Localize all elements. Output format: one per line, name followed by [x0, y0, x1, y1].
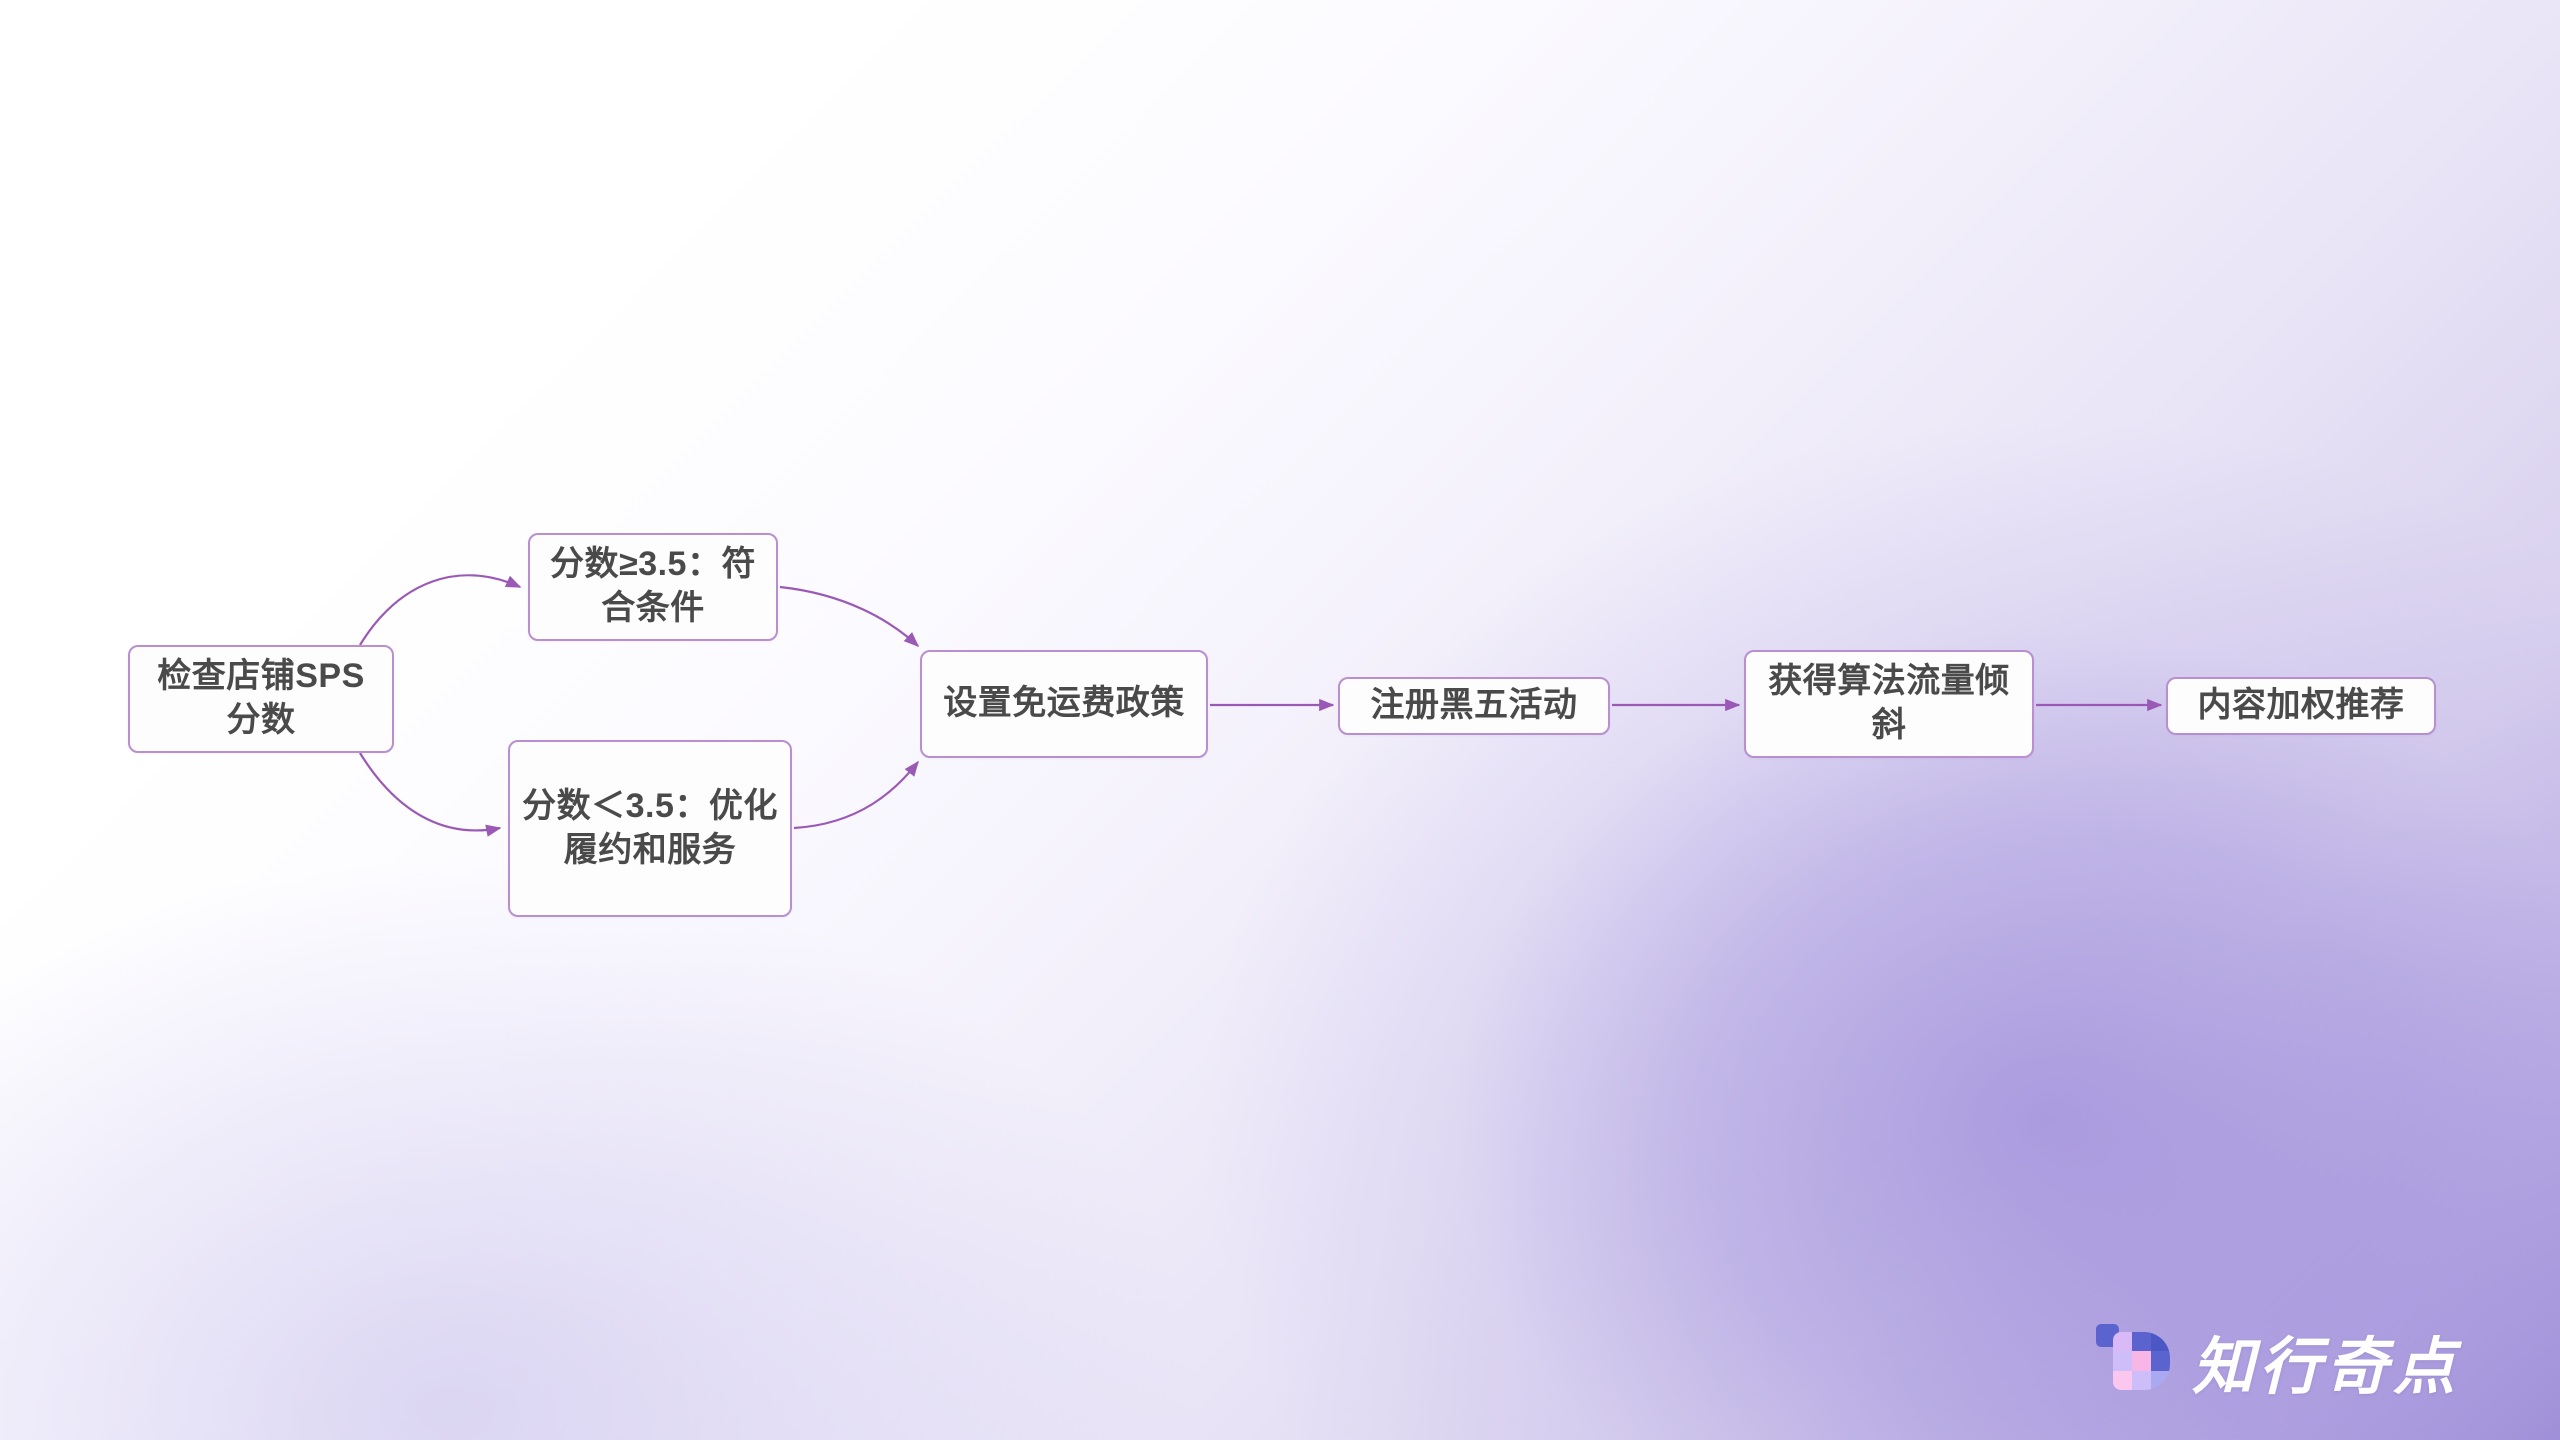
logo-cell	[2113, 1351, 2132, 1371]
flow-node-score-fail[interactable]: 分数＜3.5：优化履约和服务	[508, 740, 792, 917]
logo-cell	[2151, 1332, 2170, 1352]
background-glow-left	[0, 860, 1200, 1440]
logo-detached-square	[2096, 1324, 2119, 1347]
logo-cell	[2151, 1351, 2170, 1371]
logo-block-grid	[2113, 1332, 2170, 1390]
logo-cell	[2132, 1332, 2151, 1352]
flow-node-label: 注册黑五活动	[1370, 686, 1578, 725]
flow-node-label: 设置免运费政策	[943, 684, 1185, 723]
flow-node-label: 内容加权推荐	[2197, 686, 2405, 725]
logo-cell	[2132, 1370, 2151, 1390]
watermark: 知行奇点	[2096, 1316, 2460, 1406]
flow-node-set-free-shipping-policy[interactable]: 设置免运费政策	[920, 650, 1208, 758]
logo-cell	[2113, 1370, 2132, 1390]
logo-cell	[2132, 1351, 2151, 1371]
edge-sps-to-fail	[359, 752, 502, 837]
edge-sps-to-pass	[359, 574, 522, 646]
edge-pass-to-shipping	[779, 585, 920, 648]
logo-cell	[2151, 1370, 2170, 1390]
logo-cell	[2113, 1332, 2132, 1352]
flow-node-label: 获得算法流量倾斜	[1768, 662, 2010, 744]
watermark-brand-text: 知行奇点	[2192, 1330, 2461, 1403]
flow-node-content-weighted-recommendation[interactable]: 内容加权推荐	[2166, 677, 2436, 735]
flow-node-algorithm-traffic-boost[interactable]: 获得算法流量倾斜	[1744, 650, 2034, 758]
flow-node-label: 分数≥3.5：符合条件	[550, 545, 756, 627]
flow-node-register-black-friday[interactable]: 注册黑五活动	[1338, 677, 1610, 735]
flow-node-score-pass[interactable]: 分数≥3.5：符合条件	[528, 533, 778, 641]
flow-node-label: 分数＜3.5：优化履约和服务	[522, 786, 778, 869]
flow-node-label: 检查店铺SPS分数	[157, 657, 365, 739]
flow-node-check-sps-score[interactable]: 检查店铺SPS分数	[128, 645, 394, 753]
background-glow-right	[1200, 420, 2560, 1440]
edge-fail-to-shipping	[793, 760, 919, 830]
zhixing-qidian-logo-icon	[2096, 1324, 2170, 1398]
